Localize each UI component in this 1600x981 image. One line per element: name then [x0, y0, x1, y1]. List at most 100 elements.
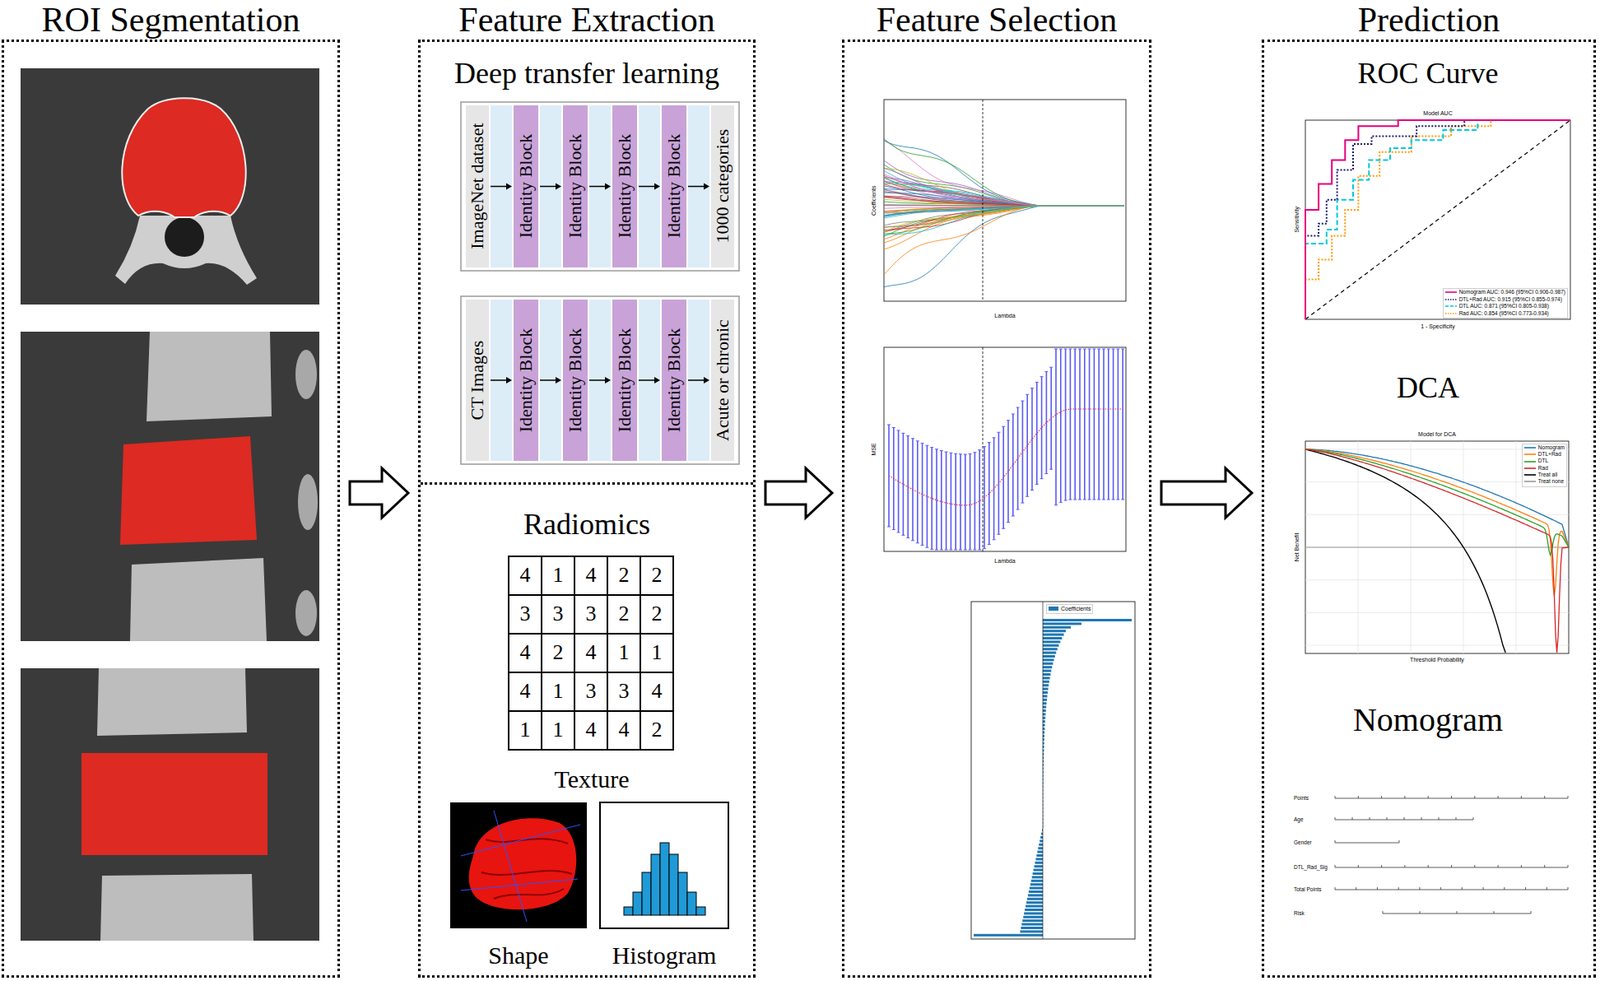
mse-plot: [1120, 499, 1125, 501]
mse-plot: [988, 442, 991, 545]
legend-entry: Treat all: [1524, 472, 1558, 479]
shape-render: [469, 818, 577, 910]
matrix-cell: 1: [520, 718, 531, 743]
legend-line-sample: [1524, 479, 1536, 484]
lasso-path-plot: [883, 191, 1125, 206]
small-arrow: [589, 186, 606, 188]
roc-curves: [1305, 120, 1571, 320]
dca-curves: [1305, 481, 1569, 483]
mse-plot: [906, 537, 910, 539]
ct-coronal-image: [100, 874, 254, 941]
coefficient-bars: [1042, 626, 1071, 629]
coefficient-bars: [1042, 669, 1052, 673]
coefficient-bars: [1042, 691, 1048, 694]
coefficient-bars: [1042, 655, 1056, 658]
legend-text: Coefficients: [1060, 605, 1091, 612]
mse-plot: [1041, 376, 1043, 480]
texture-matrix-grid: [540, 556, 543, 750]
matrix-cell: 3: [520, 602, 531, 627]
axis-label: Threshold Probability: [1409, 656, 1465, 664]
nomogram-scales: [1358, 865, 1359, 868]
mse-plot: [982, 446, 987, 447]
lasso-path-plot: [883, 205, 1125, 233]
block-label: Identity Block: [664, 328, 684, 433]
mse-plot: [1001, 528, 1005, 530]
ct-sagittal-image: [130, 558, 267, 642]
dashed-panel: ROI Segmentation: [1, 39, 340, 978]
coefficient-bars: [1039, 839, 1043, 842]
nomogram-scales: [1497, 795, 1499, 799]
mse-plot: [968, 549, 973, 551]
mse-plot: [948, 452, 953, 454]
mse-plot: [1055, 348, 1057, 506]
identity-block: Identity Block: [661, 299, 687, 461]
mse-plot: [902, 432, 905, 535]
small-arrow: [589, 376, 611, 384]
io-block: 1000 categories: [711, 105, 735, 268]
histogram-icon: [660, 842, 670, 916]
coefficient-bars: [1042, 662, 1053, 666]
lasso-path-plot: [883, 205, 1125, 243]
legend-entry: DTL+Rad: [1524, 451, 1562, 458]
network-row-frame: [589, 299, 611, 461]
lasso-path-plot: [883, 205, 1125, 234]
plot-title: Model AUC: [1423, 110, 1452, 117]
matrix-cell: 3: [586, 679, 597, 704]
coefficient-bars: [1042, 716, 1046, 720]
coefficient-bars: [1042, 640, 1061, 643]
texture-matrix-grid: [508, 556, 674, 750]
network-row-frame: [688, 299, 710, 461]
nomogram-scales: [1381, 795, 1382, 799]
coefficient-bars: [1027, 893, 1043, 897]
small-arrow: [490, 183, 512, 191]
mse-plot: [1083, 499, 1087, 501]
axis-label: Net Benefit: [1293, 533, 1301, 563]
matrix-cell: 1: [618, 641, 630, 666]
coefficient-bars: [1042, 658, 1055, 661]
mse-plot: [964, 454, 967, 550]
lasso-path-plot: [883, 139, 1125, 206]
network-row-frame: [460, 102, 740, 271]
coefficient-bars: [1042, 702, 1047, 705]
nomogram-scales: [1520, 865, 1522, 868]
mse-plot: [1088, 499, 1092, 501]
mse-plot: [930, 446, 934, 448]
identity-block: Identity Block: [513, 299, 539, 461]
coefficient-bars: [1042, 633, 1065, 637]
plot-frame: [883, 347, 1126, 552]
roc-curves: [1305, 120, 1571, 320]
lasso-path-plot: [982, 99, 984, 302]
mse-plot: [892, 427, 896, 428]
mse-plot: [1088, 348, 1092, 350]
mse-plot: [1102, 499, 1106, 501]
dca-curves: [1305, 441, 1569, 654]
lasso-path-plot: [883, 183, 1125, 206]
matrix-cell: 3: [618, 679, 630, 704]
mse-plot: [897, 429, 901, 431]
legend-line-sample: [1524, 446, 1536, 449]
mse-plot: [1117, 348, 1120, 500]
coefficient-bars: [1042, 706, 1047, 709]
panel-heading: Feature Extraction: [458, 0, 715, 39]
panel-heading: Radiomics: [523, 508, 651, 542]
ct-sagittal-image: [295, 349, 317, 400]
matrix-cell: 1: [553, 718, 564, 743]
small-arrow: [539, 183, 562, 191]
histogram-icon: [678, 872, 688, 916]
shape-render: [493, 810, 527, 922]
mse-plot: [1030, 489, 1034, 491]
coefficient-bars: [973, 934, 1043, 937]
legend-line-sample: [1445, 303, 1457, 309]
lasso-path-plot: [883, 183, 1125, 206]
shape-render: [460, 824, 581, 856]
coefficient-bars: [1040, 836, 1043, 839]
mse-plot: [1006, 521, 1010, 523]
nomogram-scales: [1474, 795, 1475, 799]
ct-sagittal-image: [20, 331, 320, 642]
coefficient-bars: [1042, 727, 1045, 731]
mse-plot: [1016, 509, 1020, 511]
section-heading: ROC Curve: [1358, 57, 1499, 91]
dca-curves: [1305, 547, 1569, 549]
legend-line-sample: [1445, 311, 1457, 317]
nomogram-row-label: DTL_Rad_Sig: [1293, 864, 1328, 870]
